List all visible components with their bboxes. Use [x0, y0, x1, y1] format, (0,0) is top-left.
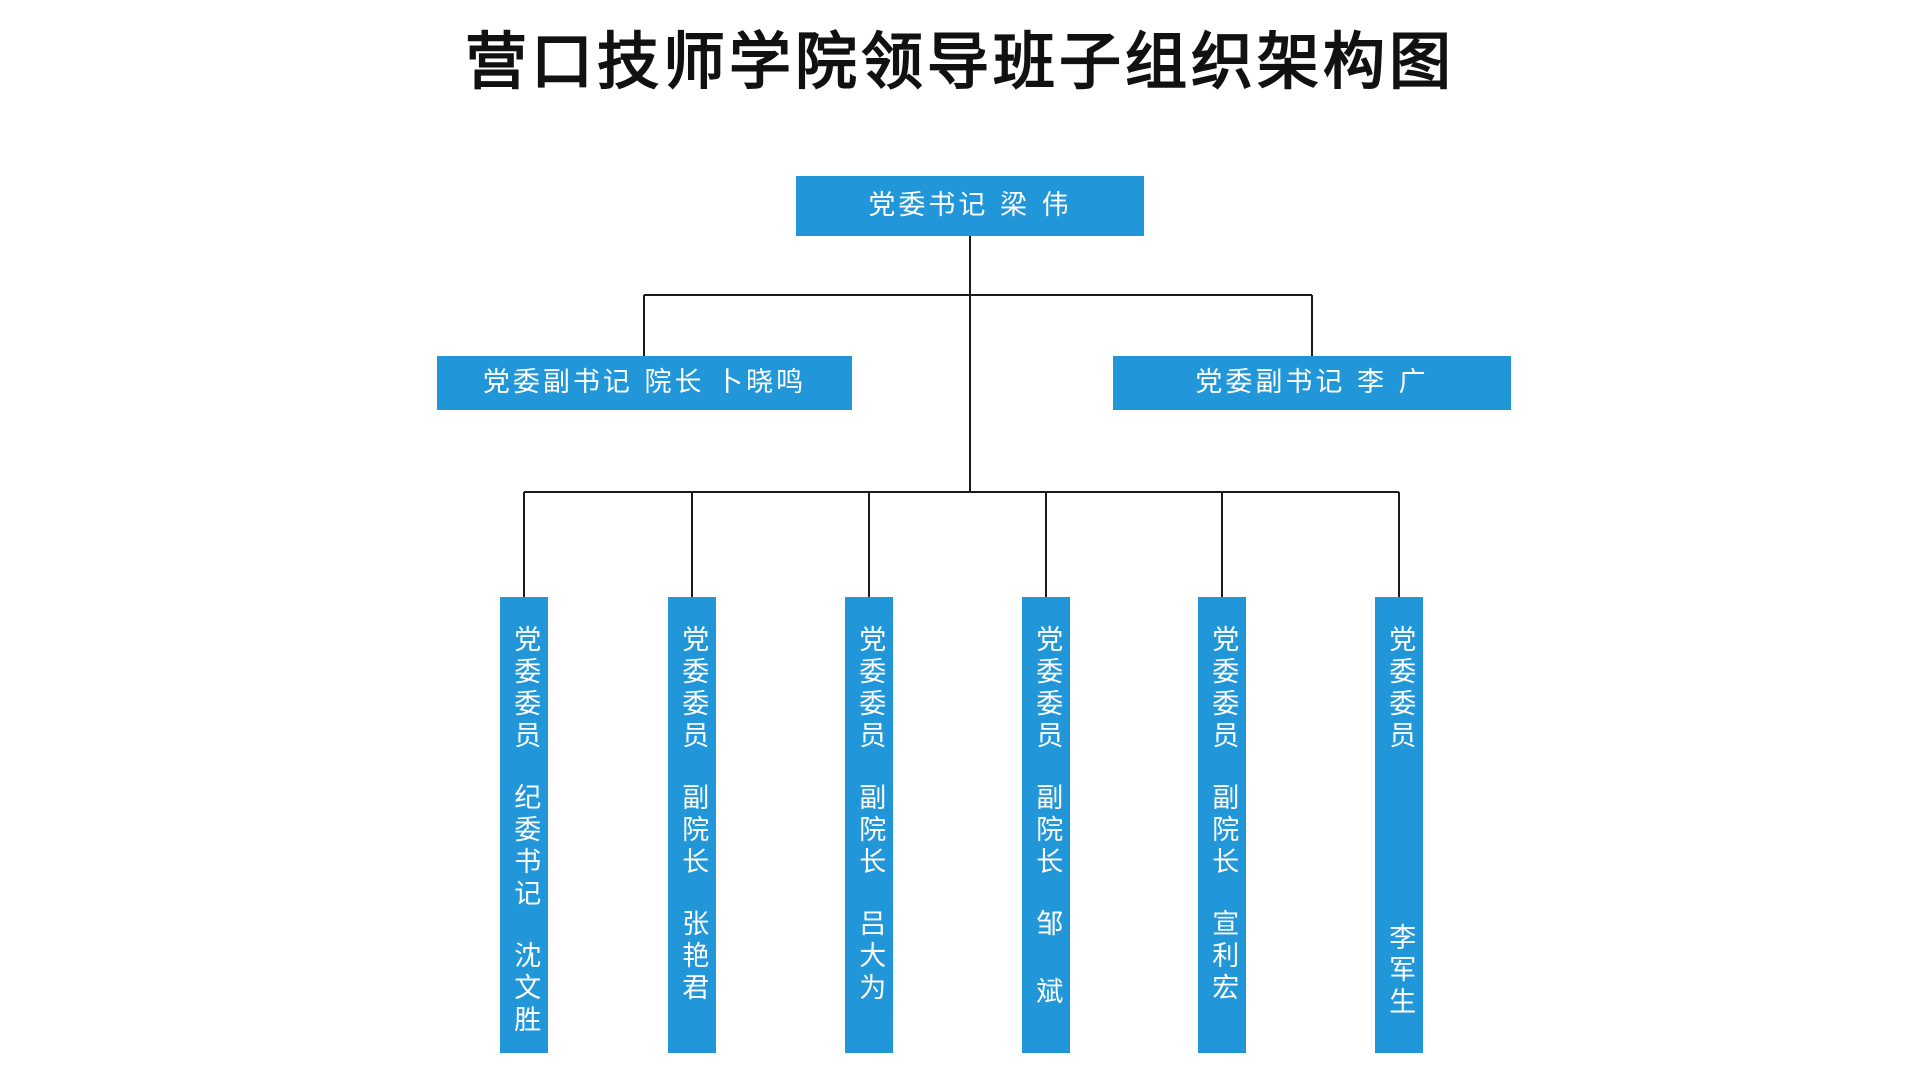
node-deputy-secretary-president[interactable]: 党委副书记 院长 卜晓鸣 [437, 356, 852, 410]
node-member-zhangyanjun[interactable]: 党委委员 副院长 张艳君 [668, 597, 716, 1053]
node-role: 党委委员 [854, 625, 886, 753]
node-label: 党委副书记 院长 卜晓鸣 [482, 366, 807, 398]
node-label: 党委副书记 李 广 [1195, 366, 1429, 398]
node-member-shenwensheng[interactable]: 党委委员 纪委书记 沈文胜 [500, 597, 548, 1053]
node-title: 副院长 [1031, 783, 1063, 879]
node-member-lijunsheng[interactable]: 党委委员 李军生 [1375, 597, 1423, 1053]
node-name: 吕大为 [854, 909, 886, 1005]
node-member-zoubin[interactable]: 党委委员 副院长 邹 斌 [1022, 597, 1070, 1053]
node-title: 副院长 [677, 783, 709, 879]
node-label: 党委书记 梁 伟 [868, 189, 1072, 221]
node-member-xuanlihong[interactable]: 党委委员 副院长 宣利宏 [1198, 597, 1246, 1053]
node-title: 副院长 [1207, 783, 1239, 879]
node-role: 党委委员 [509, 625, 541, 753]
node-name: 张艳君 [677, 909, 709, 1005]
node-role: 党委委员 [1207, 625, 1239, 753]
node-name: 李军生 [1384, 923, 1416, 1019]
page-title: 营口技师学院领导班子组织架构图 [464, 25, 1455, 98]
node-role: 党委委员 [1384, 625, 1416, 753]
node-member-lyudawei[interactable]: 党委委员 副院长 吕大为 [845, 597, 893, 1053]
node-party-secretary[interactable]: 党委书记 梁 伟 [796, 176, 1144, 236]
node-title: 纪委书记 [509, 783, 541, 911]
node-deputy-secretary-ligang[interactable]: 党委副书记 李 广 [1113, 356, 1511, 410]
node-name: 宣利宏 [1207, 909, 1239, 1005]
node-role: 党委委员 [677, 625, 709, 753]
node-title: 副院长 [854, 783, 886, 879]
node-name: 沈文胜 [509, 941, 541, 1037]
node-name: 邹 斌 [1031, 909, 1063, 1009]
node-role: 党委委员 [1031, 625, 1063, 753]
